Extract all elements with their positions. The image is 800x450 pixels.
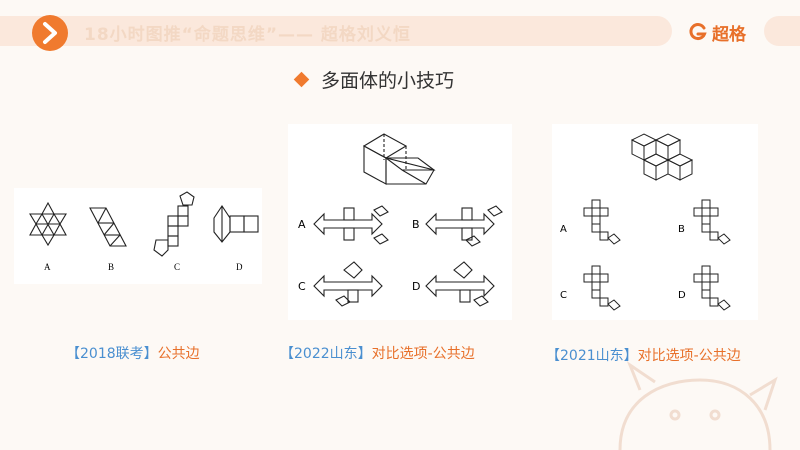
- header-banner: [0, 16, 672, 46]
- option-label-b: B: [412, 218, 420, 231]
- net-diagrams: [29, 191, 259, 257]
- caption-source: 【2021山东】: [546, 348, 638, 364]
- polyhedron-options: [313, 133, 503, 307]
- brand-logo: 超格: [688, 20, 746, 45]
- chevron-right-icon: [43, 22, 57, 44]
- option-label-b: B: [108, 262, 115, 272]
- heading-text: 多面体的小技巧: [321, 70, 455, 92]
- page-heading: 多面体的小技巧: [293, 66, 455, 93]
- header-banner-right: [764, 16, 800, 46]
- option-label-d: D: [678, 290, 686, 301]
- option-label-b: B: [678, 224, 685, 235]
- option-label-a: A: [298, 218, 306, 231]
- question-figure-2018: A B C D: [14, 188, 262, 284]
- option-label-d: D: [412, 280, 421, 293]
- caption-2021: 【2021山东】对比选项-公共边: [546, 345, 741, 365]
- option-label-a: A: [44, 262, 51, 272]
- caption-2018: 【2018联考】公共边: [66, 343, 200, 363]
- mascot-watermark: [618, 360, 778, 450]
- diamond-bullet-icon: [293, 71, 310, 88]
- caption-topic: 对比选项-公共边: [371, 346, 475, 362]
- option-label-a: A: [560, 224, 567, 235]
- course-title: 18小时图推“命题思维”—— 超格刘义恒: [84, 25, 411, 45]
- caption-topic: 对比选项-公共边: [637, 348, 741, 364]
- cube-net-options: [583, 133, 731, 311]
- option-label-c: C: [174, 262, 181, 272]
- logo-text: 超格: [712, 24, 746, 45]
- option-label-d: D: [236, 262, 243, 272]
- caption-topic: 公共边: [157, 346, 200, 362]
- caption-source: 【2022山东】: [280, 346, 372, 362]
- option-label-c: C: [298, 280, 306, 293]
- next-arrow-button[interactable]: [32, 15, 68, 51]
- question-figure-2021: A B C D: [552, 124, 758, 320]
- caption-2022: 【2022山东】对比选项-公共边: [280, 343, 475, 363]
- option-label-c: C: [560, 290, 567, 301]
- question-figure-2022: A B C D: [288, 124, 512, 320]
- caption-source: 【2018联考】: [66, 346, 158, 362]
- logo-g-icon: [689, 23, 707, 41]
